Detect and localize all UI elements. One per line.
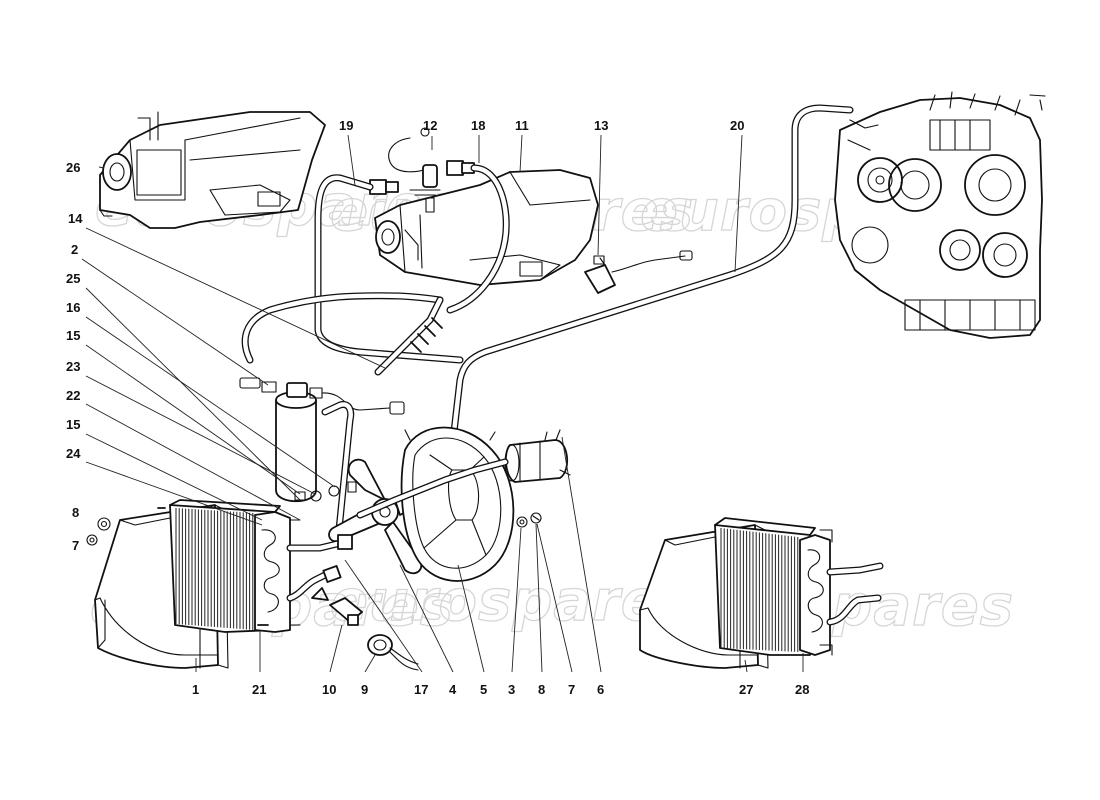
- callout-20: 20: [730, 118, 744, 133]
- callout-12: 12: [423, 118, 437, 133]
- callout-3: 3: [508, 682, 515, 697]
- callout-6: 6: [597, 682, 604, 697]
- fan-shroud: [400, 426, 515, 582]
- relay-bracket: [584, 250, 693, 294]
- callout-7-left: 7: [72, 538, 79, 553]
- callout-26: 26: [66, 160, 80, 175]
- callout-19: 19: [339, 118, 353, 133]
- leader-lines: [81, 134, 804, 673]
- callout-22: 22: [66, 388, 80, 403]
- callout-numbers: 26 19 12 18 11 13 20 14 2 25 16 15 23 22…: [66, 118, 809, 697]
- callout-17: 17: [414, 682, 428, 697]
- callout-13: 13: [594, 118, 608, 133]
- callout-21: 21: [252, 682, 266, 697]
- callout-18: 18: [471, 118, 485, 133]
- condenser-fins-right: [720, 528, 799, 652]
- callout-25: 25: [66, 271, 80, 286]
- callout-8-right: 8: [538, 682, 545, 697]
- evaporator-housing-left: [99, 111, 326, 229]
- callout-28: 28: [795, 682, 809, 697]
- callout-2: 2: [71, 242, 78, 257]
- callout-9: 9: [361, 682, 368, 697]
- condenser-fins-left: [175, 508, 254, 630]
- callout-27: 27: [739, 682, 753, 697]
- expansion-valve: [388, 127, 441, 213]
- hose-fitting-top: [446, 160, 510, 314]
- condenser-left: [157, 499, 353, 633]
- callout-7-right: 7: [568, 682, 575, 697]
- watermark-bottom-center: eurospares: [330, 569, 694, 634]
- evaporator-housing-center: [374, 169, 599, 286]
- callout-10: 10: [322, 682, 336, 697]
- callout-8-left: 8: [72, 505, 79, 520]
- callout-11: 11: [515, 118, 529, 133]
- receiver-drier: [239, 377, 405, 544]
- callout-14: 14: [68, 211, 83, 226]
- callout-16: 16: [66, 300, 80, 315]
- fan-motor: [356, 429, 571, 519]
- condenser-right: [714, 517, 884, 656]
- callout-5: 5: [480, 682, 487, 697]
- engine-block: [834, 91, 1046, 339]
- callout-24: 24: [66, 446, 81, 461]
- callout-23: 23: [66, 359, 80, 374]
- callout-4: 4: [449, 682, 457, 697]
- pressure-switch: [311, 587, 419, 671]
- callout-15-lower: 15: [66, 417, 80, 432]
- callout-1: 1: [192, 682, 199, 697]
- refrigerant-line: [241, 104, 854, 514]
- callout-15-upper: 15: [66, 328, 80, 343]
